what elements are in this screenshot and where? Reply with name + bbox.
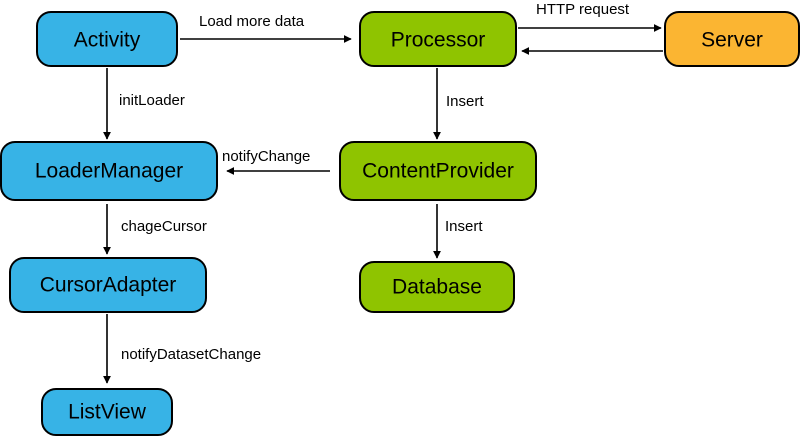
edge-label-load-more-data: Load more data xyxy=(199,13,305,30)
edge-contentprovider-to-loadermanager: notifyChange xyxy=(222,148,330,175)
edge-contentprovider-to-database: Insert xyxy=(433,204,483,259)
node-server: Server xyxy=(664,11,800,67)
node-label-cursoradapter: CursorAdapter xyxy=(40,274,177,297)
edge-activity-to-processor: Load more data xyxy=(180,13,352,43)
node-loadermanager: LoaderManager xyxy=(0,141,218,201)
node-label-processor: Processor xyxy=(391,29,486,52)
node-label-database: Database xyxy=(392,276,482,299)
edge-label-http-request: HTTP request xyxy=(536,1,630,18)
node-label-server: Server xyxy=(701,29,763,52)
node-database: Database xyxy=(359,261,515,313)
edge-label-insert-processor: Insert xyxy=(446,93,484,110)
node-label-activity: Activity xyxy=(74,29,141,52)
edge-cursoradapter-to-listview: notifyDatasetChange xyxy=(103,314,261,384)
node-cursoradapter: CursorAdapter xyxy=(9,257,207,313)
edge-loadermanager-to-cursoradapter: chageCursor xyxy=(103,204,207,255)
node-processor: Processor xyxy=(359,11,517,67)
edge-label-chagecursor: chageCursor xyxy=(121,218,207,235)
node-contentprovider: ContentProvider xyxy=(339,141,537,201)
edge-activity-to-loadermanager: initLoader xyxy=(103,68,185,140)
edge-label-notifydatasetchange: notifyDatasetChange xyxy=(121,346,261,363)
node-label-listview: ListView xyxy=(68,401,147,424)
node-listview: ListView xyxy=(41,388,173,436)
edge-label-insert-contentprovider: Insert xyxy=(445,218,483,235)
node-label-contentprovider: ContentProvider xyxy=(362,160,514,183)
node-activity: Activity xyxy=(36,11,178,67)
edge-label-initloader: initLoader xyxy=(119,92,185,109)
edge-processor-to-server: HTTP request xyxy=(518,1,662,32)
edge-processor-to-contentprovider: Insert xyxy=(433,68,484,140)
edge-label-notifychange: notifyChange xyxy=(222,148,310,165)
node-label-loadermanager: LoaderManager xyxy=(35,160,183,183)
